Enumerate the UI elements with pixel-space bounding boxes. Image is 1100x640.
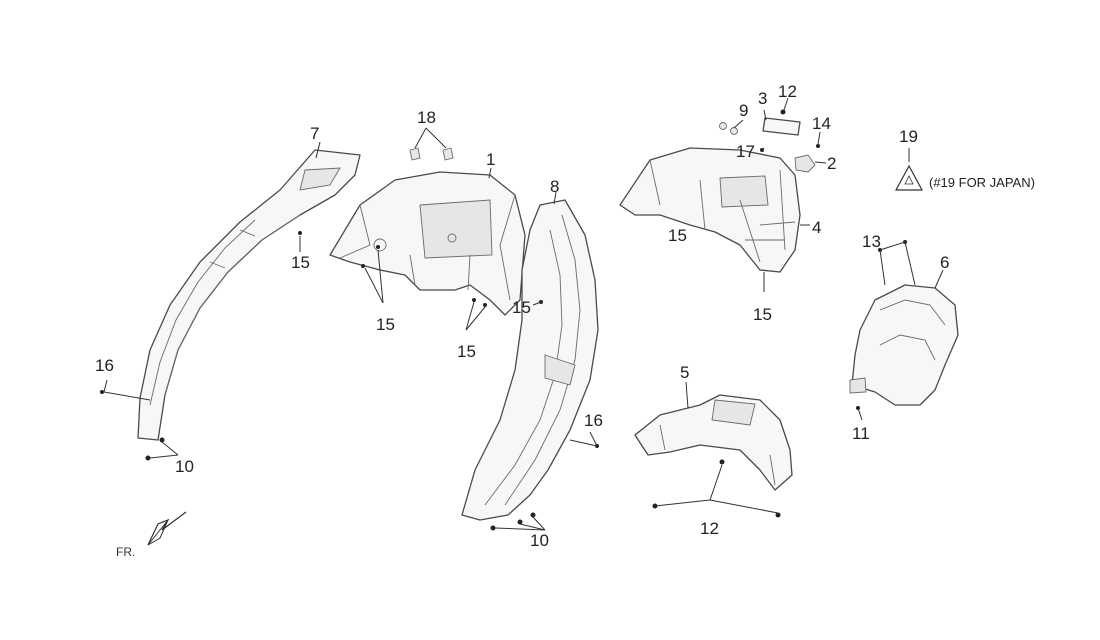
japan-note: (#19 FOR JAPAN) [929,175,1035,190]
callout-10-a: 10 [175,457,194,476]
callout-15-d: 15 [512,298,531,317]
callout-1: 1 [486,150,495,169]
callout-14: 14 [812,114,831,133]
part-1-rear-center-cover [329,171,526,316]
callout-7: 7 [310,124,319,143]
callout-8: 8 [550,177,559,196]
callout-12-b: 12 [778,82,797,101]
part-4-rear-inner-fender [619,147,801,273]
callout-10-b: 10 [530,531,549,550]
callout-labels: 7 18 1 8 15 15 15 15 16 10 10 16 5 12 9 … [95,82,1035,559]
callout-16-a: 16 [95,356,114,375]
callout-16-b: 16 [584,411,603,430]
part-6-rear-mudguard [849,284,959,406]
fasteners [100,109,907,531]
leader-lines [103,97,944,531]
callout-2: 2 [827,154,836,173]
part-7-left-side-cover [137,149,361,441]
callout-15-b: 15 [376,315,395,334]
front-direction-label: FR. [116,545,135,559]
callout-6: 6 [940,253,949,272]
part-9-nuts [719,122,738,135]
callout-12-a: 12 [700,519,719,538]
part-5-lower-bracket [634,394,793,491]
part-2-bracket [794,154,816,173]
part-19-warning-triangle-icon [894,164,924,191]
callout-15-c: 15 [457,342,476,361]
part-8-right-side-cover [461,199,599,521]
callout-3: 3 [758,89,767,108]
callout-5: 5 [680,363,689,382]
callout-19: 19 [899,127,918,146]
callout-9: 9 [739,101,748,120]
part-3-plate [762,117,801,136]
callout-15-a: 15 [291,253,310,272]
callout-18: 18 [417,108,436,127]
callout-4: 4 [812,218,821,237]
callout-17: 17 [736,142,755,161]
callout-13: 13 [862,232,881,251]
callout-15-e: 15 [668,226,687,245]
front-direction-arrow-icon [147,511,187,546]
callout-11: 11 [852,424,870,443]
callout-15-f: 15 [753,305,772,324]
